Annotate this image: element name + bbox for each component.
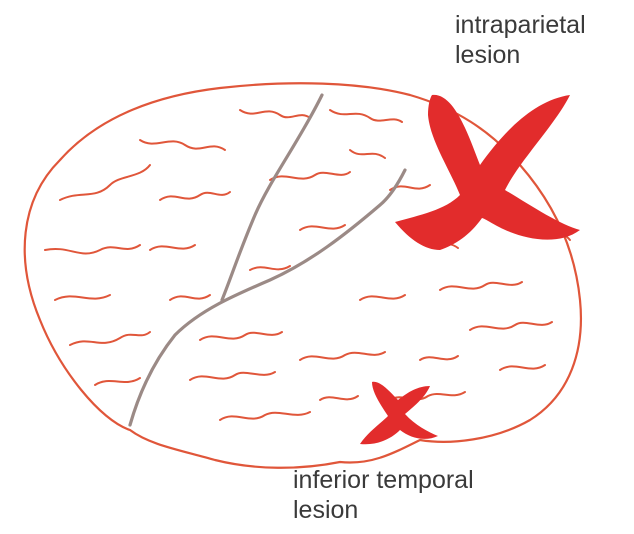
label-line: lesion <box>455 40 586 70</box>
brain-outline <box>25 83 581 468</box>
x-cross-icon <box>360 382 438 445</box>
intraparietal-lesion-label: intraparietal lesion <box>455 10 586 70</box>
label-line: inferior temporal <box>293 465 474 495</box>
label-line: lesion <box>293 495 474 525</box>
label-line: intraparietal <box>455 10 586 40</box>
x-cross-icon <box>395 95 580 250</box>
inferior-temporal-lesion-label: inferior temporal lesion <box>293 465 474 525</box>
